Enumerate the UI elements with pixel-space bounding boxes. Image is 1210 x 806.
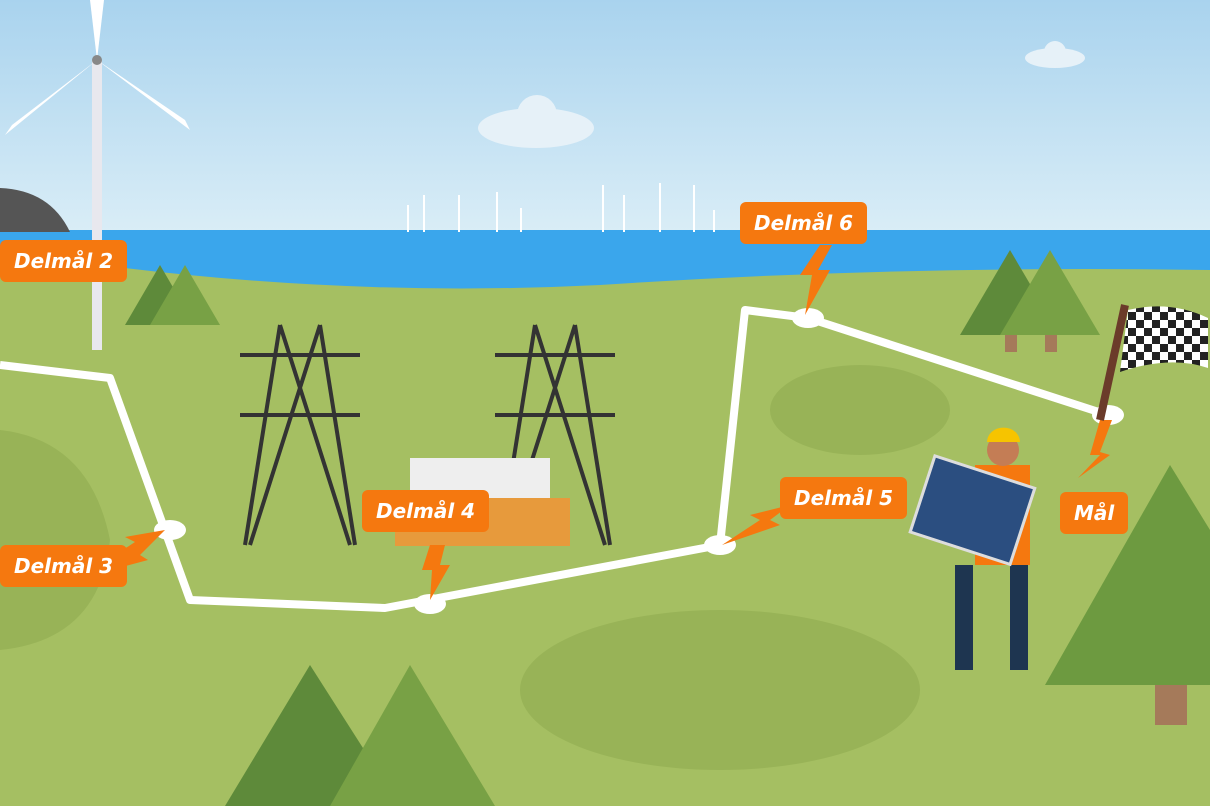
- trees: [125, 250, 1210, 806]
- milestone-label-3: Delmål 3: [0, 545, 128, 587]
- milestone-label-6: Delmål 6: [740, 202, 868, 244]
- lightning-connectors: [115, 245, 1112, 600]
- offshore-wind-farm: [407, 183, 715, 232]
- worker: [908, 427, 1037, 670]
- grass-patches: [0, 365, 950, 770]
- pylons: [240, 324, 615, 546]
- sky: [0, 0, 1210, 240]
- milestone-label-4: Delmål 4: [362, 490, 490, 532]
- goal-label: Mål: [1060, 492, 1129, 534]
- milestone-label-2: Delmål 2: [0, 240, 128, 282]
- milestone-label-5: Delmål 5: [780, 477, 908, 519]
- finish-flag: [1096, 304, 1208, 421]
- clouds: [478, 41, 1085, 148]
- wind-turbine: [5, 0, 190, 350]
- island: [0, 188, 70, 232]
